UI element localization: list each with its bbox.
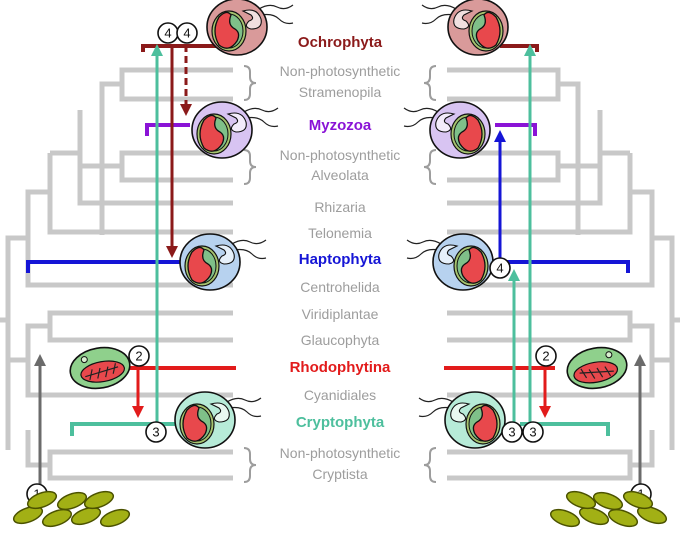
cell-illustrations <box>69 0 628 449</box>
cyanobacteria-right <box>549 490 668 528</box>
event-badge-right-4-label: 3 <box>529 425 536 440</box>
event-badge-right-3: 3 <box>501 421 523 443</box>
brace-stramenopila-left <box>243 65 257 101</box>
brace-alveolata-right <box>423 149 437 185</box>
taxon-np-cryptista-line2: Cryptista <box>312 466 368 482</box>
cryptophyta-branch-right <box>520 422 610 436</box>
taxon-ochrophyta: Ochrophyta <box>297 34 383 51</box>
event-badge-left-1: 4 <box>157 22 179 44</box>
event-badge-left-2-label: 4 <box>183 26 190 41</box>
left-arrows <box>34 44 192 488</box>
group-braces <box>243 65 437 483</box>
rhodophyte-cell-left <box>69 346 131 390</box>
brace-stramenopila-right <box>423 65 437 101</box>
event-badge-left-2: 4 <box>176 22 198 44</box>
cryptophyta-branch-left <box>70 422 175 436</box>
event-badge-left-4: 3 <box>145 421 167 443</box>
right-arrows <box>494 44 646 488</box>
ochrophyta-branch-left <box>141 44 236 52</box>
event-badge-left-4-label: 3 <box>152 425 159 440</box>
cyanobacteria-left <box>12 490 131 528</box>
myzozoa-branch-right <box>495 123 537 136</box>
taxon-telonemia: Telonemia <box>308 225 372 241</box>
taxon-glaucophyta: Glaucophyta <box>300 332 380 348</box>
taxon-rhodophytina: Rhodophytina <box>289 359 391 376</box>
taxon-myzozoa: Myzozoa <box>308 117 372 134</box>
haptophyta-cell-left <box>179 233 267 291</box>
right-tree <box>447 67 680 481</box>
event-badge-right-4: 3 <box>522 421 544 443</box>
left-tree <box>0 67 233 481</box>
event-badge-left-3-label: 2 <box>135 349 142 364</box>
rhodophyte-cell-right <box>566 346 628 390</box>
myzozoa-cell-left <box>191 101 279 159</box>
taxon-np-stramenopila-line1: Non-photosynthetic <box>279 63 401 79</box>
event-badge-left-3: 2 <box>128 345 150 367</box>
event-badge-right-1: 4 <box>489 257 511 279</box>
haptophyta-branch-right <box>500 260 630 273</box>
cryptophyta-cell-right <box>418 391 506 449</box>
taxon-np-cryptista-line1: Non-photosynthetic <box>279 445 401 461</box>
cryptophyta-cell-left <box>174 391 262 449</box>
taxon-cryptophyta: Cryptophyta <box>295 414 385 431</box>
ochrophyta-cell-left <box>206 0 294 56</box>
haptophyta-cell-right <box>406 233 494 291</box>
taxon-rhizaria: Rhizaria <box>314 199 366 215</box>
event-badge-right-1-label: 4 <box>496 261 503 276</box>
ochrophyta-cell-right <box>421 0 509 56</box>
taxon-np-stramenopila-line2: Stramenopila <box>298 84 382 100</box>
ochrophyta-branch-right <box>500 44 539 52</box>
event-badge-right-2: 2 <box>535 345 557 367</box>
brace-cryptista-right <box>423 447 437 483</box>
taxon-centrohelida: Centrohelida <box>300 279 380 295</box>
taxon-haptophyta: Haptophyta <box>298 251 382 268</box>
taxon-np-alveolata-line1: Non-photosynthetic <box>279 147 401 163</box>
event-badge-right-2-label: 2 <box>542 349 549 364</box>
taxon-cyanidiales: Cyanidiales <box>303 387 377 403</box>
myzozoa-cell-right <box>403 101 491 159</box>
myzozoa-branch-left <box>145 123 190 136</box>
brace-cryptista-left <box>243 447 257 483</box>
taxon-np-alveolata-line2: Alveolata <box>311 167 369 183</box>
haptophyta-branch-left <box>26 260 185 273</box>
taxon-viridiplantae: Viridiplantae <box>301 306 379 322</box>
right-lineages <box>444 44 630 436</box>
event-badge-right-3-label: 3 <box>508 425 515 440</box>
event-badge-left-1-label: 4 <box>164 26 171 41</box>
brace-alveolata-left <box>243 149 257 185</box>
